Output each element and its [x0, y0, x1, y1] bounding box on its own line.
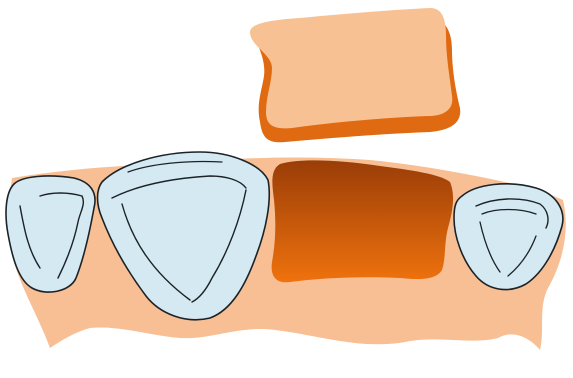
- bone-defect: [272, 160, 453, 282]
- graft-block: [250, 8, 452, 128]
